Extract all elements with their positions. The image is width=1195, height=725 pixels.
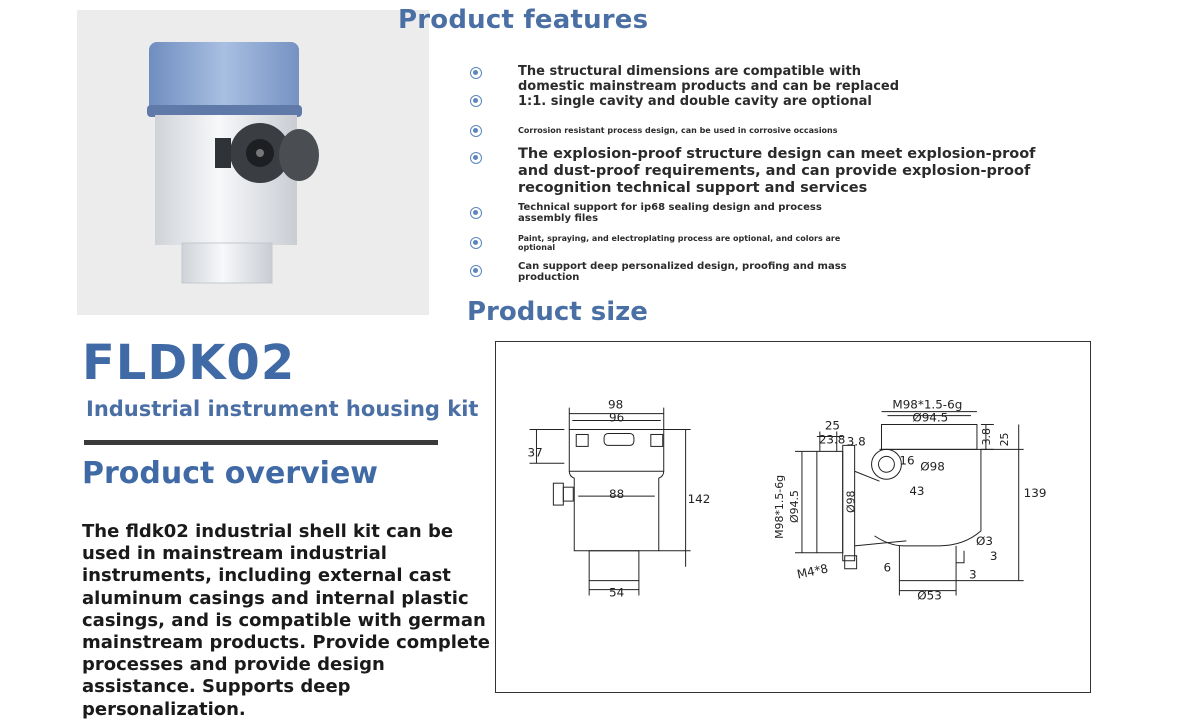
product-features-heading: Product features — [398, 5, 649, 35]
side-view: M98*1.5-6g Ø94.5 25 23.8 3.8 3.8 25 16 Ø… — [773, 398, 1046, 603]
dim-38b: 3.8 — [980, 428, 993, 445]
front-view: 98 96 37 88 142 54 — [528, 398, 711, 600]
dim-38a: 3.8 — [847, 434, 866, 448]
dim-3b: 3 — [969, 568, 977, 582]
dim-37: 37 — [528, 445, 543, 459]
dim-25: 25 — [825, 419, 840, 433]
bullet-icon — [470, 67, 482, 79]
model-title: FLDK02 — [82, 335, 296, 391]
dim-m4: M4*8 — [796, 561, 830, 581]
dim-139: 139 — [1024, 486, 1047, 500]
dim-16: 16 — [899, 453, 914, 467]
dim-thread-left: M98*1.5-6g — [773, 475, 786, 539]
feature-item: The structural dimensions are compatible… — [466, 64, 1066, 94]
dim-98b: Ø98 — [845, 490, 858, 513]
feature-line: 1:1. single cavity and double cavity are… — [518, 94, 872, 109]
feature-line: recognition technical support and servic… — [518, 180, 868, 196]
dim-945-top: Ø94.5 — [912, 411, 948, 425]
feature-item: 1:1. single cavity and double cavity are… — [466, 94, 1066, 110]
dim-88: 88 — [609, 487, 624, 501]
feature-item: Technical support for ip68 sealing desig… — [466, 202, 1066, 226]
feature-line: production — [518, 272, 580, 283]
dim-6: 6 — [883, 561, 891, 575]
bullet-icon — [470, 95, 482, 107]
bullet-icon — [470, 237, 482, 249]
dim-d3: Ø3 — [976, 534, 993, 548]
feature-item: Corrosion resistant process design, can … — [466, 124, 1066, 138]
bullet-icon — [470, 152, 482, 164]
model-subtitle: Industrial instrument housing kit — [86, 397, 479, 421]
product-overview-heading: Product overview — [82, 456, 379, 491]
feature-line: and dust-proof requirements, and can pro… — [518, 163, 1031, 179]
product-size-heading: Product size — [467, 297, 648, 327]
overview-text: The fldk02 industrial shell kit can be u… — [82, 521, 490, 720]
dim-98: 98 — [608, 398, 623, 412]
feature-line: assembly files — [518, 213, 599, 224]
feature-line: Paint, spraying, and electroplating proc… — [518, 234, 841, 243]
dim-3a: 3 — [990, 549, 998, 563]
feature-line: The structural dimensions are compatible… — [518, 64, 861, 79]
feature-item: The explosion-proof structure design can… — [466, 146, 1066, 198]
feature-line: Can support deep personalized design, pr… — [518, 261, 847, 272]
dim-142: 142 — [688, 492, 711, 506]
bullet-icon — [470, 125, 482, 137]
dim-43: 43 — [909, 484, 924, 498]
feature-item: Can support deep personalized design, pr… — [466, 261, 1066, 285]
feature-item: Paint, spraying, and electroplating proc… — [466, 234, 1066, 254]
bullet-icon — [470, 207, 482, 219]
dim-d53: Ø53 — [917, 589, 942, 603]
divider — [84, 440, 438, 445]
dim-25r: 25 — [998, 432, 1011, 446]
feature-line: Technical support for ip68 sealing desig… — [518, 202, 822, 213]
feature-line: optional — [518, 243, 556, 252]
dimension-drawing: 98 96 37 88 142 54 M98*1.5-6g — [495, 341, 1091, 693]
bullet-icon — [470, 265, 482, 277]
dim-945-left: Ø94.5 — [788, 490, 801, 523]
dim-98a: Ø98 — [920, 459, 945, 473]
feature-line: Corrosion resistant process design, can … — [518, 126, 838, 135]
feature-line: The explosion-proof structure design can… — [518, 146, 1036, 162]
dim-thread-top: M98*1.5-6g — [892, 398, 962, 412]
dim-96: 96 — [609, 411, 624, 425]
dim-238: 23.8 — [819, 432, 846, 446]
dim-54: 54 — [609, 586, 624, 600]
product-photo — [77, 10, 429, 315]
feature-line: domestic mainstream products and can be … — [518, 79, 900, 94]
